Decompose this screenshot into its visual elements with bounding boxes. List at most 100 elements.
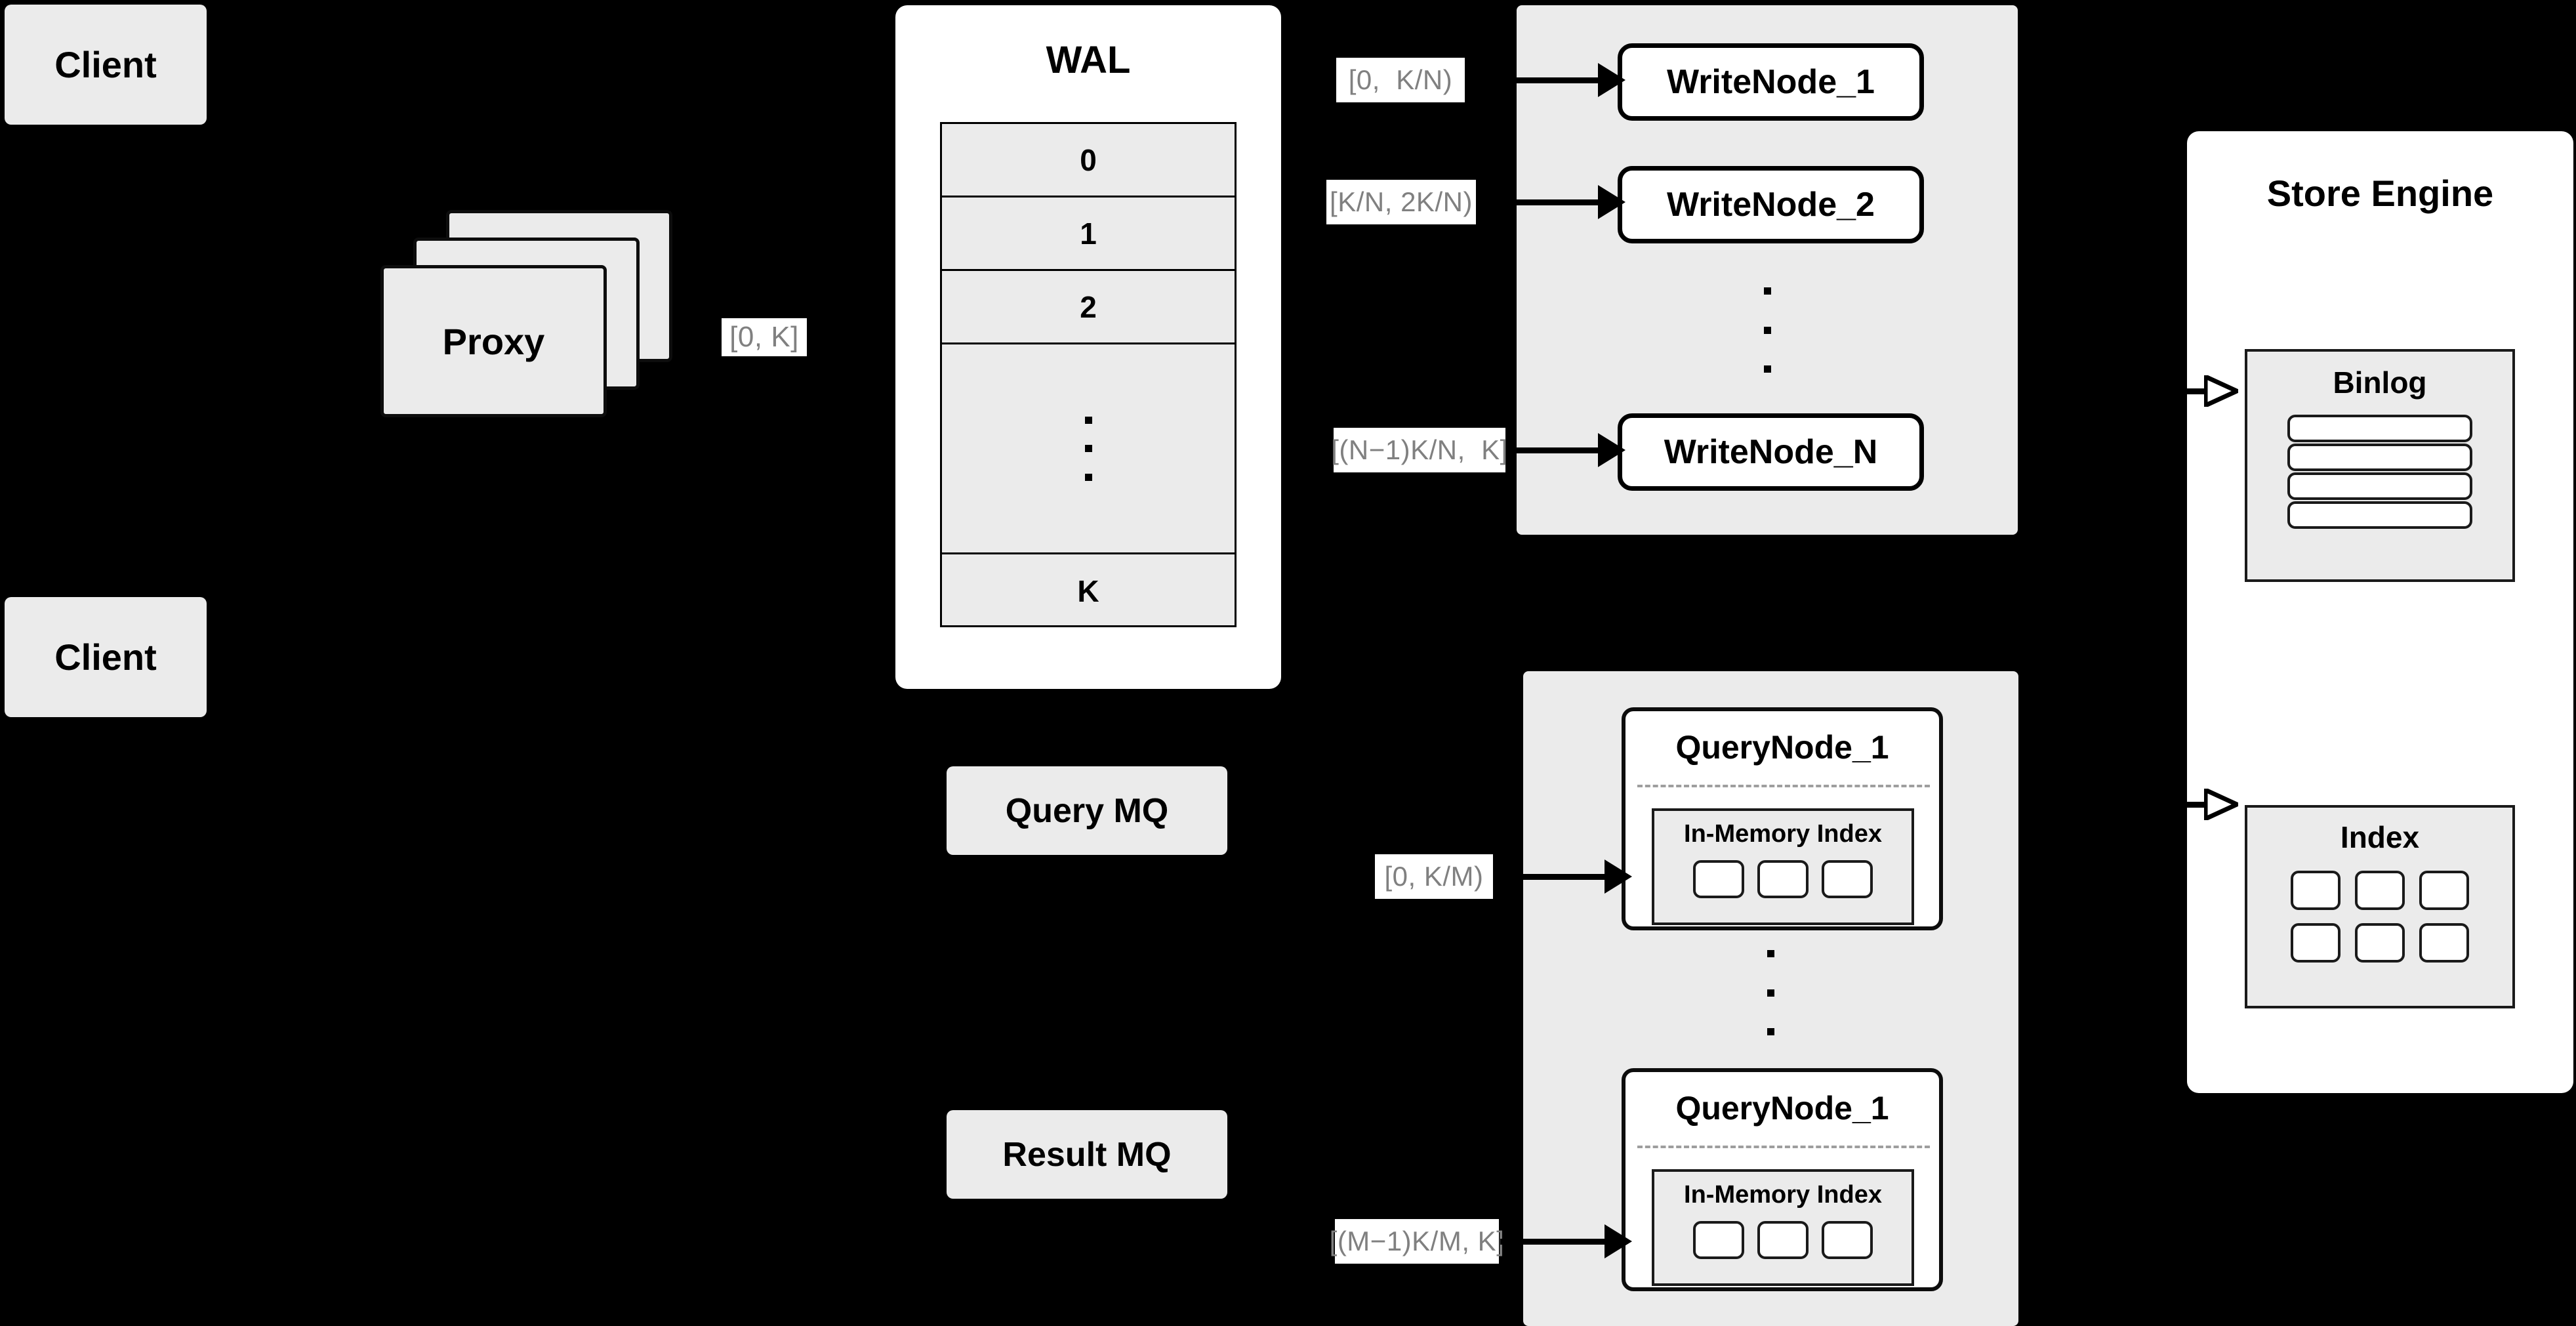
wal-row-1-label: 1 (1080, 216, 1097, 251)
wal-ellipsis-dot-3 (1084, 473, 1092, 481)
result-mq-label: Result MQ (1002, 1135, 1172, 1174)
wal-row-1: 1 (942, 197, 1235, 271)
query-node-1-index-slot-2 (1757, 860, 1809, 898)
query-node-1-title: QueryNode_1 (1675, 729, 1889, 766)
write-node-n-label: WriteNode_N (1664, 433, 1878, 471)
arrow-to-binlog-head-icon (2204, 375, 2238, 407)
wal-row-0: 0 (942, 124, 1235, 197)
query-node-m-title: QueryNode_1 (1675, 1090, 1889, 1127)
index-cell-3 (2419, 871, 2469, 910)
write-node-ellipsis-dot-1 (1763, 287, 1771, 295)
write-node-2[interactable]: WriteNode_2 (1618, 166, 1924, 243)
client-label-2: Client (54, 636, 157, 678)
binlog-record-1 (2287, 415, 2472, 442)
arrow-to-query-node-m-head (1605, 1224, 1632, 1258)
write-node-2-label: WriteNode_2 (1667, 186, 1875, 224)
write-node-group: WriteNode_1 WriteNode_2 WriteNode_N (1517, 5, 2018, 535)
binlog-title: Binlog (2333, 365, 2427, 400)
wal-ellipsis-dot-1 (1084, 416, 1092, 424)
client-label-1: Client (54, 44, 157, 85)
wal-title: WAL (1046, 39, 1131, 81)
proxy-label: Proxy (442, 320, 545, 362)
wal-row-k: K (942, 554, 1235, 628)
arrow-to-write-node-1-line (1467, 77, 1598, 83)
wal-table: 0 1 2 K (940, 122, 1237, 627)
query-node-m-index-slot-1 (1693, 1221, 1744, 1259)
write-node-ellipsis-dot-3 (1763, 365, 1771, 373)
store-engine-title: Store Engine (2266, 173, 2494, 214)
query-node-ellipsis-dot-1 (1767, 950, 1774, 957)
query-node-1-index-slot-3 (1822, 860, 1873, 898)
index-cell-4 (2291, 923, 2341, 963)
arrow-to-write-node-1-head (1598, 63, 1625, 97)
query-node-ellipsis-dot-3 (1767, 1028, 1774, 1035)
arrow-to-index-head-icon (2204, 789, 2238, 820)
write-node-n-range-text: [(N−1)K/N, K] (1331, 434, 1508, 465)
index-cell-1 (2291, 871, 2341, 910)
query-node-m-divider (1637, 1146, 1930, 1148)
proxy-card-front[interactable]: Proxy (380, 265, 607, 417)
query-node-1-range-label: [0, K/M) (1375, 854, 1493, 899)
query-node-ellipsis-dot-2 (1767, 989, 1774, 997)
query-mq-label: Query MQ (1005, 791, 1169, 830)
arrow-to-binlog-line (2175, 388, 2207, 394)
index-cell-2 (2355, 871, 2405, 910)
wal-ellipsis-dot-2 (1084, 445, 1092, 452)
write-node-n-range-label: [(N−1)K/N, K] (1331, 428, 1508, 472)
query-mq-box[interactable]: Query MQ (947, 766, 1227, 855)
wal-row-2: 2 (942, 271, 1235, 344)
index-cell-5 (2355, 923, 2405, 963)
query-node-m-index-slot-2 (1757, 1221, 1809, 1259)
arrow-to-write-node-2-line (1477, 199, 1598, 205)
query-node-m-in-memory-index-title: In-Memory Index (1684, 1181, 1882, 1209)
binlog-record-4 (2287, 501, 2472, 529)
binlog-record-3 (2287, 472, 2472, 500)
write-node-ellipsis-dots (1517, 287, 2018, 373)
query-node-1-in-memory-index: In-Memory Index (1652, 808, 1914, 925)
query-node-1-divider (1637, 785, 1930, 787)
proxy-stack[interactable]: Proxy (380, 210, 672, 426)
arrow-to-index-line (2175, 802, 2207, 808)
wal-ellipsis-dots (1084, 416, 1092, 481)
query-node-1[interactable]: QueryNode_1 In-Memory Index (1622, 707, 1943, 930)
query-node-1-range-text: [0, K/M) (1384, 861, 1484, 892)
write-node-1[interactable]: WriteNode_1 (1618, 43, 1924, 121)
write-node-1-label: WriteNode_1 (1667, 63, 1875, 101)
client-box-2[interactable]: Client (5, 597, 207, 717)
wal-row-k-label: K (1077, 574, 1099, 608)
arrow-to-write-node-n-line (1506, 447, 1598, 453)
wal-row-ellipsis (942, 344, 1235, 554)
arrow-to-write-node-n-head (1598, 433, 1625, 467)
query-node-m[interactable]: QueryNode_1 In-Memory Index (1622, 1068, 1943, 1291)
index-cell-6 (2419, 923, 2469, 963)
index-group: Index (2245, 805, 2515, 1008)
query-node-1-in-memory-index-title: In-Memory Index (1684, 820, 1882, 848)
query-node-ellipsis-dots (1523, 950, 2018, 1035)
query-node-m-index-slot-3 (1822, 1221, 1873, 1259)
proxy-to-wal-range-label: [0, K] (722, 318, 807, 356)
write-node-n[interactable]: WriteNode_N (1618, 413, 1924, 491)
wal-row-2-label: 2 (1080, 289, 1097, 324)
client-box-1[interactable]: Client (5, 5, 207, 125)
arrow-to-query-node-1-line (1494, 874, 1605, 880)
query-node-m-in-memory-index: In-Memory Index (1652, 1169, 1914, 1286)
query-node-m-range-text: [(M−1)K/M, K] (1329, 1226, 1505, 1256)
query-node-m-range-label: [(M−1)K/M, K] (1330, 1219, 1504, 1264)
result-mq-box[interactable]: Result MQ (947, 1110, 1227, 1199)
query-node-1-index-slot-1 (1693, 860, 1744, 898)
store-engine-panel: Store Engine Binlog Index (2187, 131, 2573, 1093)
arrow-to-write-node-2-head (1598, 185, 1625, 219)
write-node-1-range-label: [0, K/N) (1336, 58, 1465, 102)
write-node-1-range-text: [0, K/N) (1348, 64, 1453, 95)
write-node-2-range-text: [K/N, 2K/N) (1330, 186, 1473, 217)
wal-row-0-label: 0 (1080, 142, 1097, 177)
index-title: Index (2340, 820, 2420, 854)
arrow-to-query-node-1-head (1605, 860, 1632, 894)
binlog-group: Binlog (2245, 349, 2515, 582)
proxy-to-wal-range-text: [0, K] (729, 321, 799, 353)
binlog-record-2 (2287, 444, 2472, 471)
write-node-2-range-label: [K/N, 2K/N) (1326, 180, 1476, 224)
arrow-to-query-node-m-line (1500, 1239, 1605, 1245)
write-node-ellipsis-dot-2 (1763, 326, 1771, 334)
